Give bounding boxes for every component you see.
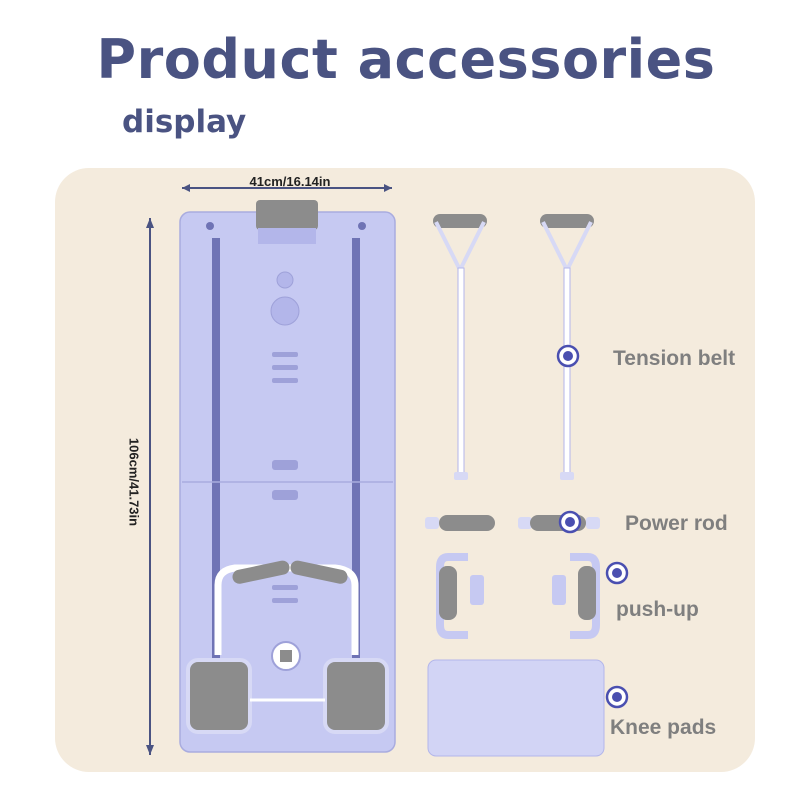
width-dimension-label: 41cm/16.14in xyxy=(249,174,331,189)
width-dimension-arrow xyxy=(182,184,392,192)
tension-belt-right xyxy=(540,214,594,480)
push-up-handle-right xyxy=(552,553,600,639)
push-up-label: push-up xyxy=(616,598,699,621)
target-marker-icon xyxy=(605,561,629,585)
main-board xyxy=(179,200,396,753)
page-title: Product accessories xyxy=(96,28,716,91)
height-dimension-arrow xyxy=(146,218,154,755)
tension-belt-left xyxy=(433,214,487,480)
height-dimension-label: 106cm/41.73in xyxy=(126,437,142,527)
page-subtitle: display xyxy=(122,104,247,140)
knee-pad xyxy=(427,659,605,757)
power-rod-left xyxy=(425,515,495,531)
product-panel xyxy=(55,168,755,772)
knee-pads-label: Knee pads xyxy=(610,716,717,739)
tension-belt-label: Tension belt xyxy=(613,347,736,370)
push-up-handle-left xyxy=(436,553,484,639)
target-marker-icon xyxy=(556,344,580,368)
power-rod-label: Power rod xyxy=(625,512,728,535)
target-marker-icon xyxy=(605,685,629,709)
target-marker-icon xyxy=(558,510,582,534)
